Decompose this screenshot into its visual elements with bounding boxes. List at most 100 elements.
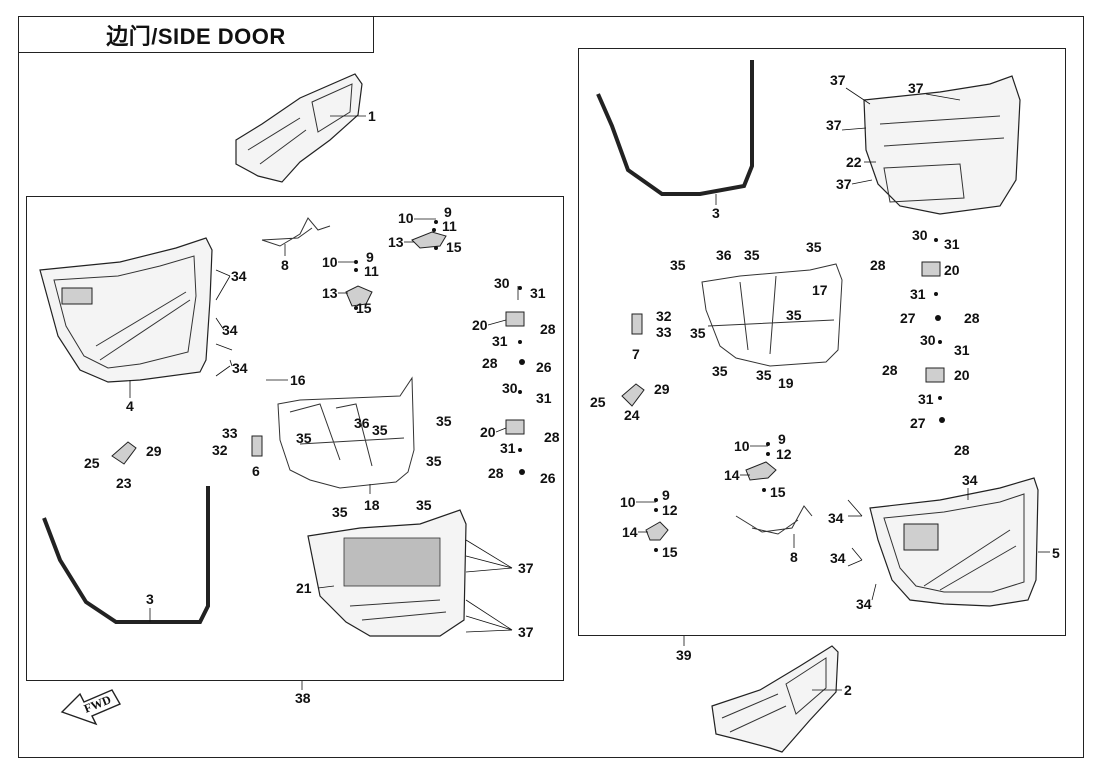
callout-9c: 9 — [778, 431, 786, 447]
fasteners-37-left — [465, 539, 513, 633]
part-8-cable-right — [735, 505, 813, 535]
callout-11a: 11 — [442, 218, 457, 234]
callout-2: 2 — [844, 682, 852, 698]
callout-34a: 34 — [231, 268, 247, 284]
callout-3a: 3 — [146, 591, 154, 607]
handle-13-lower — [345, 260, 373, 310]
part-7-latch — [631, 313, 643, 335]
callout-37a: 37 — [518, 560, 534, 576]
callout-15d: 15 — [662, 544, 678, 560]
part-1-outer-panel-upper — [235, 73, 363, 183]
callout-34b: 34 — [222, 322, 238, 338]
callout-28f: 28 — [964, 310, 980, 326]
callout-14a: 14 — [724, 467, 740, 483]
part-19-door-frame-right — [701, 263, 843, 367]
part-2-outer-panel-lower — [711, 645, 839, 753]
callout-23: 23 — [116, 475, 132, 491]
callout-13a: 13 — [388, 234, 404, 250]
callout-18: 18 — [364, 497, 380, 513]
callout-31g: 31 — [954, 342, 970, 358]
callout-10c: 10 — [734, 438, 750, 454]
callout-13b: 13 — [322, 285, 338, 301]
callout-14b: 14 — [622, 524, 638, 540]
handle-14-lower — [645, 498, 669, 552]
part-23-bracket — [111, 441, 137, 465]
callout-15a: 15 — [446, 239, 462, 255]
fasteners-34-right — [847, 488, 969, 601]
callout-15b: 15 — [356, 300, 372, 316]
callout-26b: 26 — [540, 470, 556, 486]
part-22-trim-panel-right — [863, 75, 1021, 215]
callout-30c: 30 — [912, 227, 928, 243]
callout-32a: 32 — [212, 442, 228, 458]
callout-35k: 35 — [690, 325, 706, 341]
callout-27a: 27 — [900, 310, 916, 326]
part-3-seal-right — [596, 60, 754, 196]
callout-35e: 35 — [416, 497, 432, 513]
callout-35g: 35 — [744, 247, 760, 263]
callout-7: 7 — [632, 346, 640, 362]
callout-24: 24 — [624, 407, 640, 423]
callout-31a: 31 — [530, 285, 546, 301]
callout-35i: 35 — [670, 257, 686, 273]
part-6-latch — [251, 435, 263, 457]
callout-35h: 35 — [806, 239, 822, 255]
fwd-direction-arrow: FWD — [60, 689, 121, 726]
callout-20a: 20 — [472, 317, 488, 333]
callout-22: 22 — [846, 154, 862, 170]
callout-28b: 28 — [482, 355, 498, 371]
callout-35l: 35 — [712, 363, 728, 379]
part-21-trim-panel-left — [307, 509, 467, 637]
callout-31d: 31 — [500, 440, 516, 456]
callout-35f: 35 — [332, 504, 348, 520]
fasteners-34-left — [215, 269, 233, 377]
fasteners-37-right — [841, 87, 961, 185]
callout-36a: 36 — [354, 415, 370, 431]
callout-37f: 37 — [836, 176, 852, 192]
callout-12b: 12 — [662, 502, 678, 518]
callout-19: 19 — [778, 375, 794, 391]
callout-6: 6 — [252, 463, 260, 479]
callout-11b: 11 — [364, 263, 379, 279]
callout-9d: 9 — [662, 487, 670, 503]
callout-28g: 28 — [882, 362, 898, 378]
callout-20d: 20 — [954, 367, 970, 383]
callout-37c: 37 — [830, 72, 846, 88]
callout-35d: 35 — [426, 453, 442, 469]
callout-16: 16 — [290, 372, 306, 388]
callout-37b: 37 — [518, 624, 534, 640]
callout-37d: 37 — [908, 80, 924, 96]
callout-10b: 10 — [322, 254, 338, 270]
callout-33b: 33 — [656, 324, 672, 340]
callout-30b: 30 — [502, 380, 518, 396]
callout-31e: 31 — [944, 236, 960, 252]
callout-5: 5 — [1052, 545, 1060, 561]
callout-35m: 35 — [756, 367, 772, 383]
callout-20c: 20 — [944, 262, 960, 278]
callout-34c: 34 — [232, 360, 248, 376]
callout-10a: 10 — [398, 210, 414, 226]
callout-9b: 9 — [366, 249, 374, 265]
callout-31h: 31 — [918, 391, 934, 407]
callout-38: 38 — [295, 690, 311, 706]
callout-34d: 34 — [962, 472, 978, 488]
callout-31b: 31 — [492, 333, 508, 349]
part-8-cable-left — [261, 217, 331, 247]
callout-28d: 28 — [488, 465, 504, 481]
callout-1: 1 — [368, 108, 376, 124]
callout-15c: 15 — [770, 484, 786, 500]
part-5-inner-panel-right — [869, 477, 1039, 607]
callout-36b: 36 — [716, 247, 732, 263]
handle-14-upper — [745, 442, 777, 492]
callout-20b: 20 — [480, 424, 496, 440]
callout-31c: 31 — [536, 390, 552, 406]
callout-33a: 33 — [222, 425, 238, 441]
page-title: 边门/SIDE DOOR — [106, 23, 286, 49]
callout-30d: 30 — [920, 332, 936, 348]
callout-29a: 29 — [146, 443, 162, 459]
callout-26a: 26 — [536, 359, 552, 375]
callout-31f: 31 — [910, 286, 926, 302]
callout-29b: 29 — [654, 381, 670, 397]
callout-12a: 12 — [776, 446, 792, 462]
